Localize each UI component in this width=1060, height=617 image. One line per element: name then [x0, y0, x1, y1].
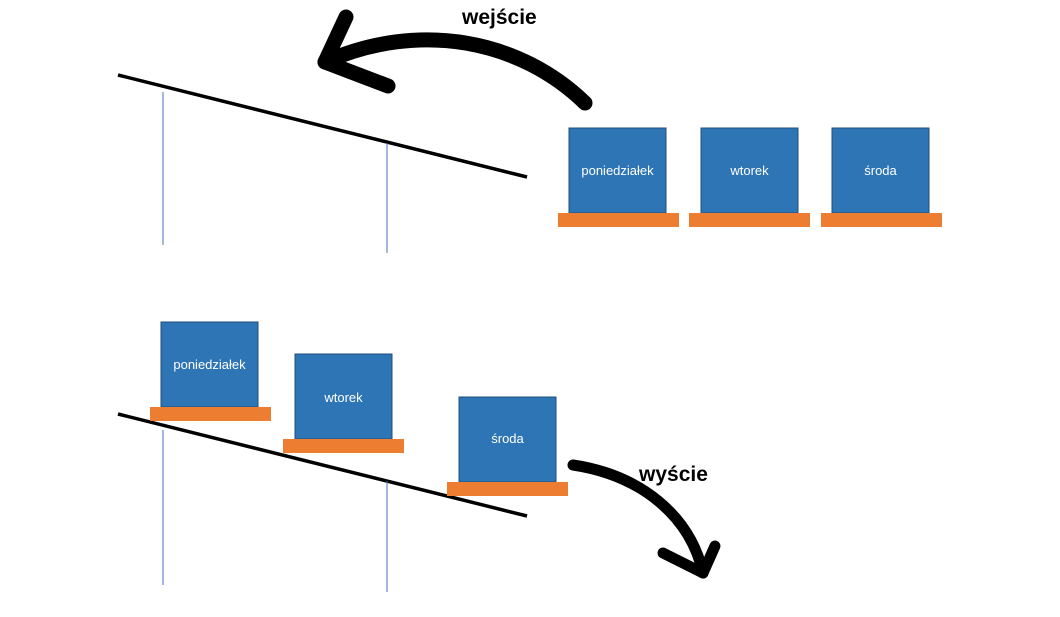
top-box-wednesday-body — [831, 127, 930, 214]
bottom-box-wednesday: środa — [447, 396, 568, 496]
bottom-box-tuesday: wtorek — [283, 353, 404, 453]
top-box-wednesday-label: środa — [864, 163, 897, 178]
top-box-monday-pallet — [558, 213, 679, 227]
entry-arrow — [317, 9, 593, 111]
entry-arrow-curve — [317, 32, 593, 111]
bottom-box-monday-body — [160, 321, 259, 408]
bottom-box-monday-pallet — [150, 407, 271, 421]
top-rack — [117, 73, 528, 253]
bottom-box-wednesday-label: środa — [491, 431, 524, 446]
entry-arrow-head — [317, 9, 396, 94]
bottom-box-tuesday-label: wtorek — [323, 390, 363, 405]
bottom-box-wednesday-pallet — [447, 482, 568, 496]
exit-arrow-head — [657, 540, 721, 579]
top-box-wednesday: środa — [821, 127, 942, 227]
top-box-tuesday: wtorek — [689, 127, 810, 227]
top-box-monday: poniedziałek — [558, 127, 679, 227]
top-box-monday-body — [568, 127, 667, 214]
top-rack-rail — [117, 73, 528, 179]
bottom-box-tuesday-pallet — [283, 439, 404, 453]
bottom-box-monday: poniedziałek — [150, 321, 271, 421]
entry-label: wejście — [461, 6, 537, 29]
bottom-rack — [117, 412, 528, 592]
top-box-monday-label: poniedziałek — [581, 163, 654, 178]
top-box-tuesday-pallet — [689, 213, 810, 227]
bottom-box-wednesday-body — [458, 396, 557, 483]
top-box-wednesday-pallet — [821, 213, 942, 227]
exit-label: wyście — [638, 463, 708, 486]
bottom-rack-rail — [117, 412, 528, 518]
bottom-box-monday-label: poniedziałek — [173, 357, 246, 372]
exit-arrow — [567, 459, 721, 579]
top-box-tuesday-label: wtorek — [729, 163, 769, 178]
bottom-box-tuesday-body — [294, 353, 393, 440]
exit-arrow-curve — [567, 459, 709, 579]
